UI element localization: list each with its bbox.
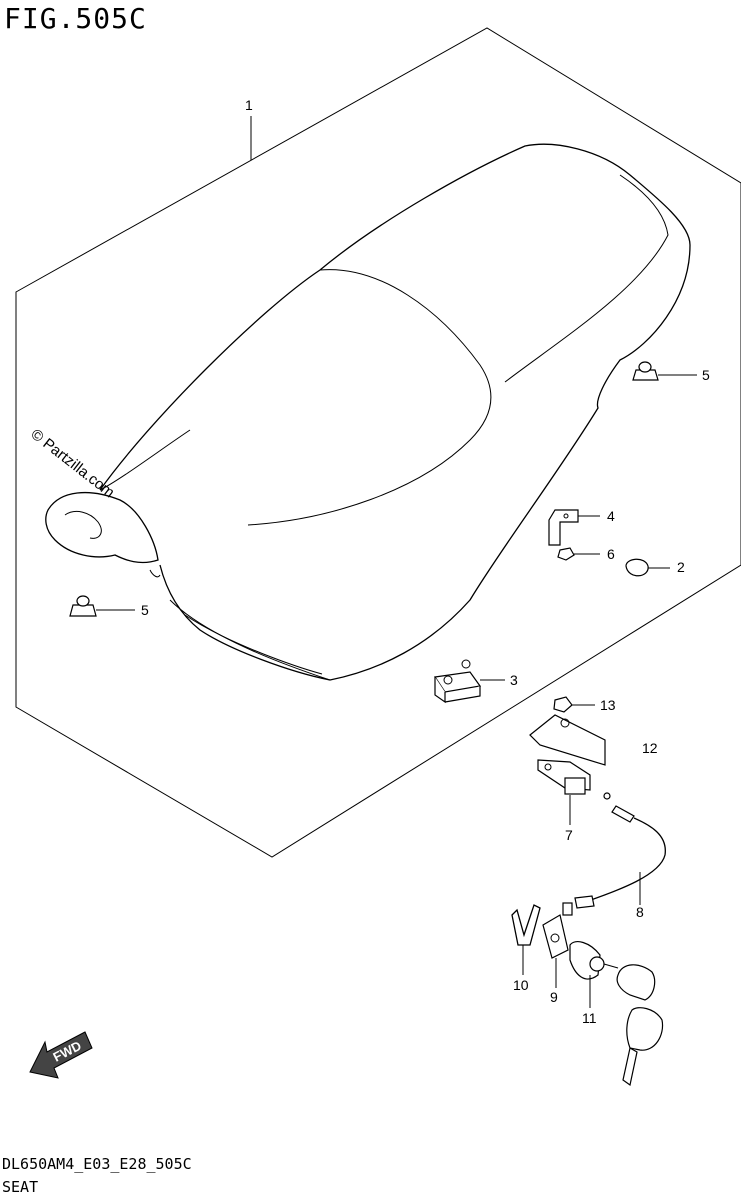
part-9-plate bbox=[542, 914, 569, 988]
callout-12: 12 bbox=[642, 740, 658, 756]
part-5-bumper-left bbox=[69, 595, 135, 617]
seat-illustration bbox=[45, 143, 691, 681]
part-10-clip bbox=[511, 904, 541, 975]
callout-11: 11 bbox=[582, 1010, 597, 1026]
part-6-nut bbox=[557, 547, 600, 561]
callout-7: 7 bbox=[565, 827, 573, 843]
part-7-latch bbox=[537, 759, 591, 825]
callout-6: 6 bbox=[607, 546, 615, 562]
part-12-plate bbox=[529, 714, 606, 766]
callout-13: 13 bbox=[600, 697, 616, 713]
figure-title: FIG.505C bbox=[4, 2, 147, 35]
callout-8: 8 bbox=[636, 904, 644, 920]
figure-name: SEAT bbox=[2, 1178, 39, 1196]
callout-4: 4 bbox=[607, 508, 615, 524]
callout-5b: 5 bbox=[141, 602, 149, 618]
callout-5a: 5 bbox=[702, 367, 710, 383]
assembly-outline bbox=[15, 27, 741, 858]
callout-3: 3 bbox=[510, 672, 518, 688]
part-13-nut bbox=[553, 696, 595, 713]
callout-10: 10 bbox=[513, 977, 529, 993]
part-2-cushion bbox=[625, 558, 670, 577]
callout-1: 1 bbox=[245, 97, 253, 113]
part-4-bracket bbox=[548, 509, 600, 546]
part-5-bumper-right bbox=[632, 361, 697, 381]
part-11-lock-set bbox=[569, 941, 664, 1087]
figure-code: DL650AM4_E03_E28_505C bbox=[2, 1155, 192, 1173]
part-8-cable bbox=[562, 792, 666, 916]
watermark: © Partzilla.com bbox=[28, 426, 118, 502]
fwd-arrow-icon: FWD bbox=[29, 1031, 93, 1079]
callout-2: 2 bbox=[677, 559, 685, 575]
callout-9: 9 bbox=[550, 989, 558, 1005]
part-3-block bbox=[433, 659, 505, 704]
